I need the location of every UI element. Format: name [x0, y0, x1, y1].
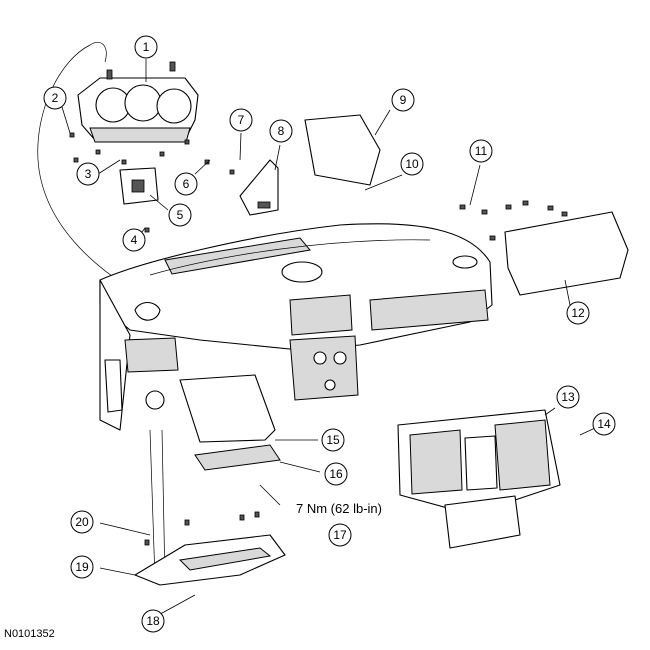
callout-12: 12 — [566, 301, 590, 325]
callout-circle — [324, 462, 348, 486]
airbag-fasteners — [459, 200, 568, 241]
callout-4: 4 — [122, 228, 146, 252]
upper-trim-cover — [304, 114, 381, 186]
callout-circle — [122, 228, 146, 252]
callout-number: 5 — [177, 208, 184, 222]
callout-number: 20 — [75, 515, 89, 529]
instrument-panel — [99, 223, 493, 431]
callout-19: 19 — [70, 555, 94, 579]
callout-number: 15 — [326, 433, 340, 447]
callout-number: 2 — [52, 91, 59, 105]
callout-number: 6 — [183, 177, 190, 191]
callout-circle — [76, 162, 100, 186]
callout-circle — [269, 119, 293, 143]
callout-circle — [134, 35, 158, 59]
callout-circle — [592, 412, 616, 436]
leader-lines — [61, 59, 596, 619]
callout-circle — [141, 609, 165, 633]
callout-circle — [70, 555, 94, 579]
callout-number: 1 — [143, 40, 150, 54]
callout-number: 18 — [146, 614, 160, 628]
callout-number: 7 — [238, 113, 245, 127]
callout-number: 3 — [85, 167, 92, 181]
document-id: N0101352 — [4, 628, 55, 640]
callout-number: 16 — [329, 467, 343, 481]
callout-number: 19 — [75, 560, 89, 574]
center-vent-bezel — [397, 409, 561, 549]
callout-circle — [43, 86, 67, 110]
callout-circle — [469, 139, 493, 163]
callout-circle — [400, 152, 424, 176]
callout-2: 2 — [43, 86, 67, 110]
callout-6: 6 — [174, 172, 198, 196]
callout-number: 14 — [597, 417, 611, 431]
lower-structure — [149, 374, 281, 581]
callout-15: 15 — [321, 428, 345, 452]
callout-11: 11 — [469, 139, 493, 163]
callout-3: 3 — [76, 162, 100, 186]
callout-number: 12 — [571, 306, 585, 320]
callout-circle — [70, 510, 94, 534]
callout-9: 9 — [391, 88, 415, 112]
callout-20: 20 — [70, 510, 94, 534]
callout-circle — [229, 108, 253, 132]
callout-circle — [556, 385, 580, 409]
switch-module — [119, 167, 159, 205]
callout-number: 8 — [278, 124, 285, 138]
callout-7: 7 — [229, 108, 253, 132]
callout-circle — [391, 88, 415, 112]
callout-number: 9 — [400, 93, 407, 107]
callout-circle — [321, 428, 345, 452]
callout-number: 11 — [475, 144, 488, 158]
callout-number: 4 — [131, 233, 138, 247]
callout-17: 17 — [328, 523, 352, 547]
callout-circle — [168, 203, 192, 227]
callout-18: 18 — [141, 609, 165, 633]
callout-number: 10 — [405, 157, 419, 171]
callout-14: 14 — [592, 412, 616, 436]
passenger-airbag-module — [504, 211, 629, 296]
callout-5: 5 — [168, 203, 192, 227]
callout-number: 13 — [561, 390, 575, 404]
torque-spec-label: 7 Nm (62 lb-in) — [296, 501, 382, 516]
callout-circle — [328, 523, 352, 547]
callout-1: 1 — [134, 35, 158, 59]
callout-number: 17 — [333, 528, 347, 542]
callout-13: 13 — [556, 385, 580, 409]
lower-knee-panel — [134, 511, 286, 586]
callout-circle — [174, 172, 198, 196]
callout-8: 8 — [269, 119, 293, 143]
trim-panel — [239, 159, 279, 216]
callout-circle — [566, 301, 590, 325]
callout-16: 16 — [324, 462, 348, 486]
bezel-fasteners — [69, 132, 235, 233]
callout-10: 10 — [400, 152, 424, 176]
